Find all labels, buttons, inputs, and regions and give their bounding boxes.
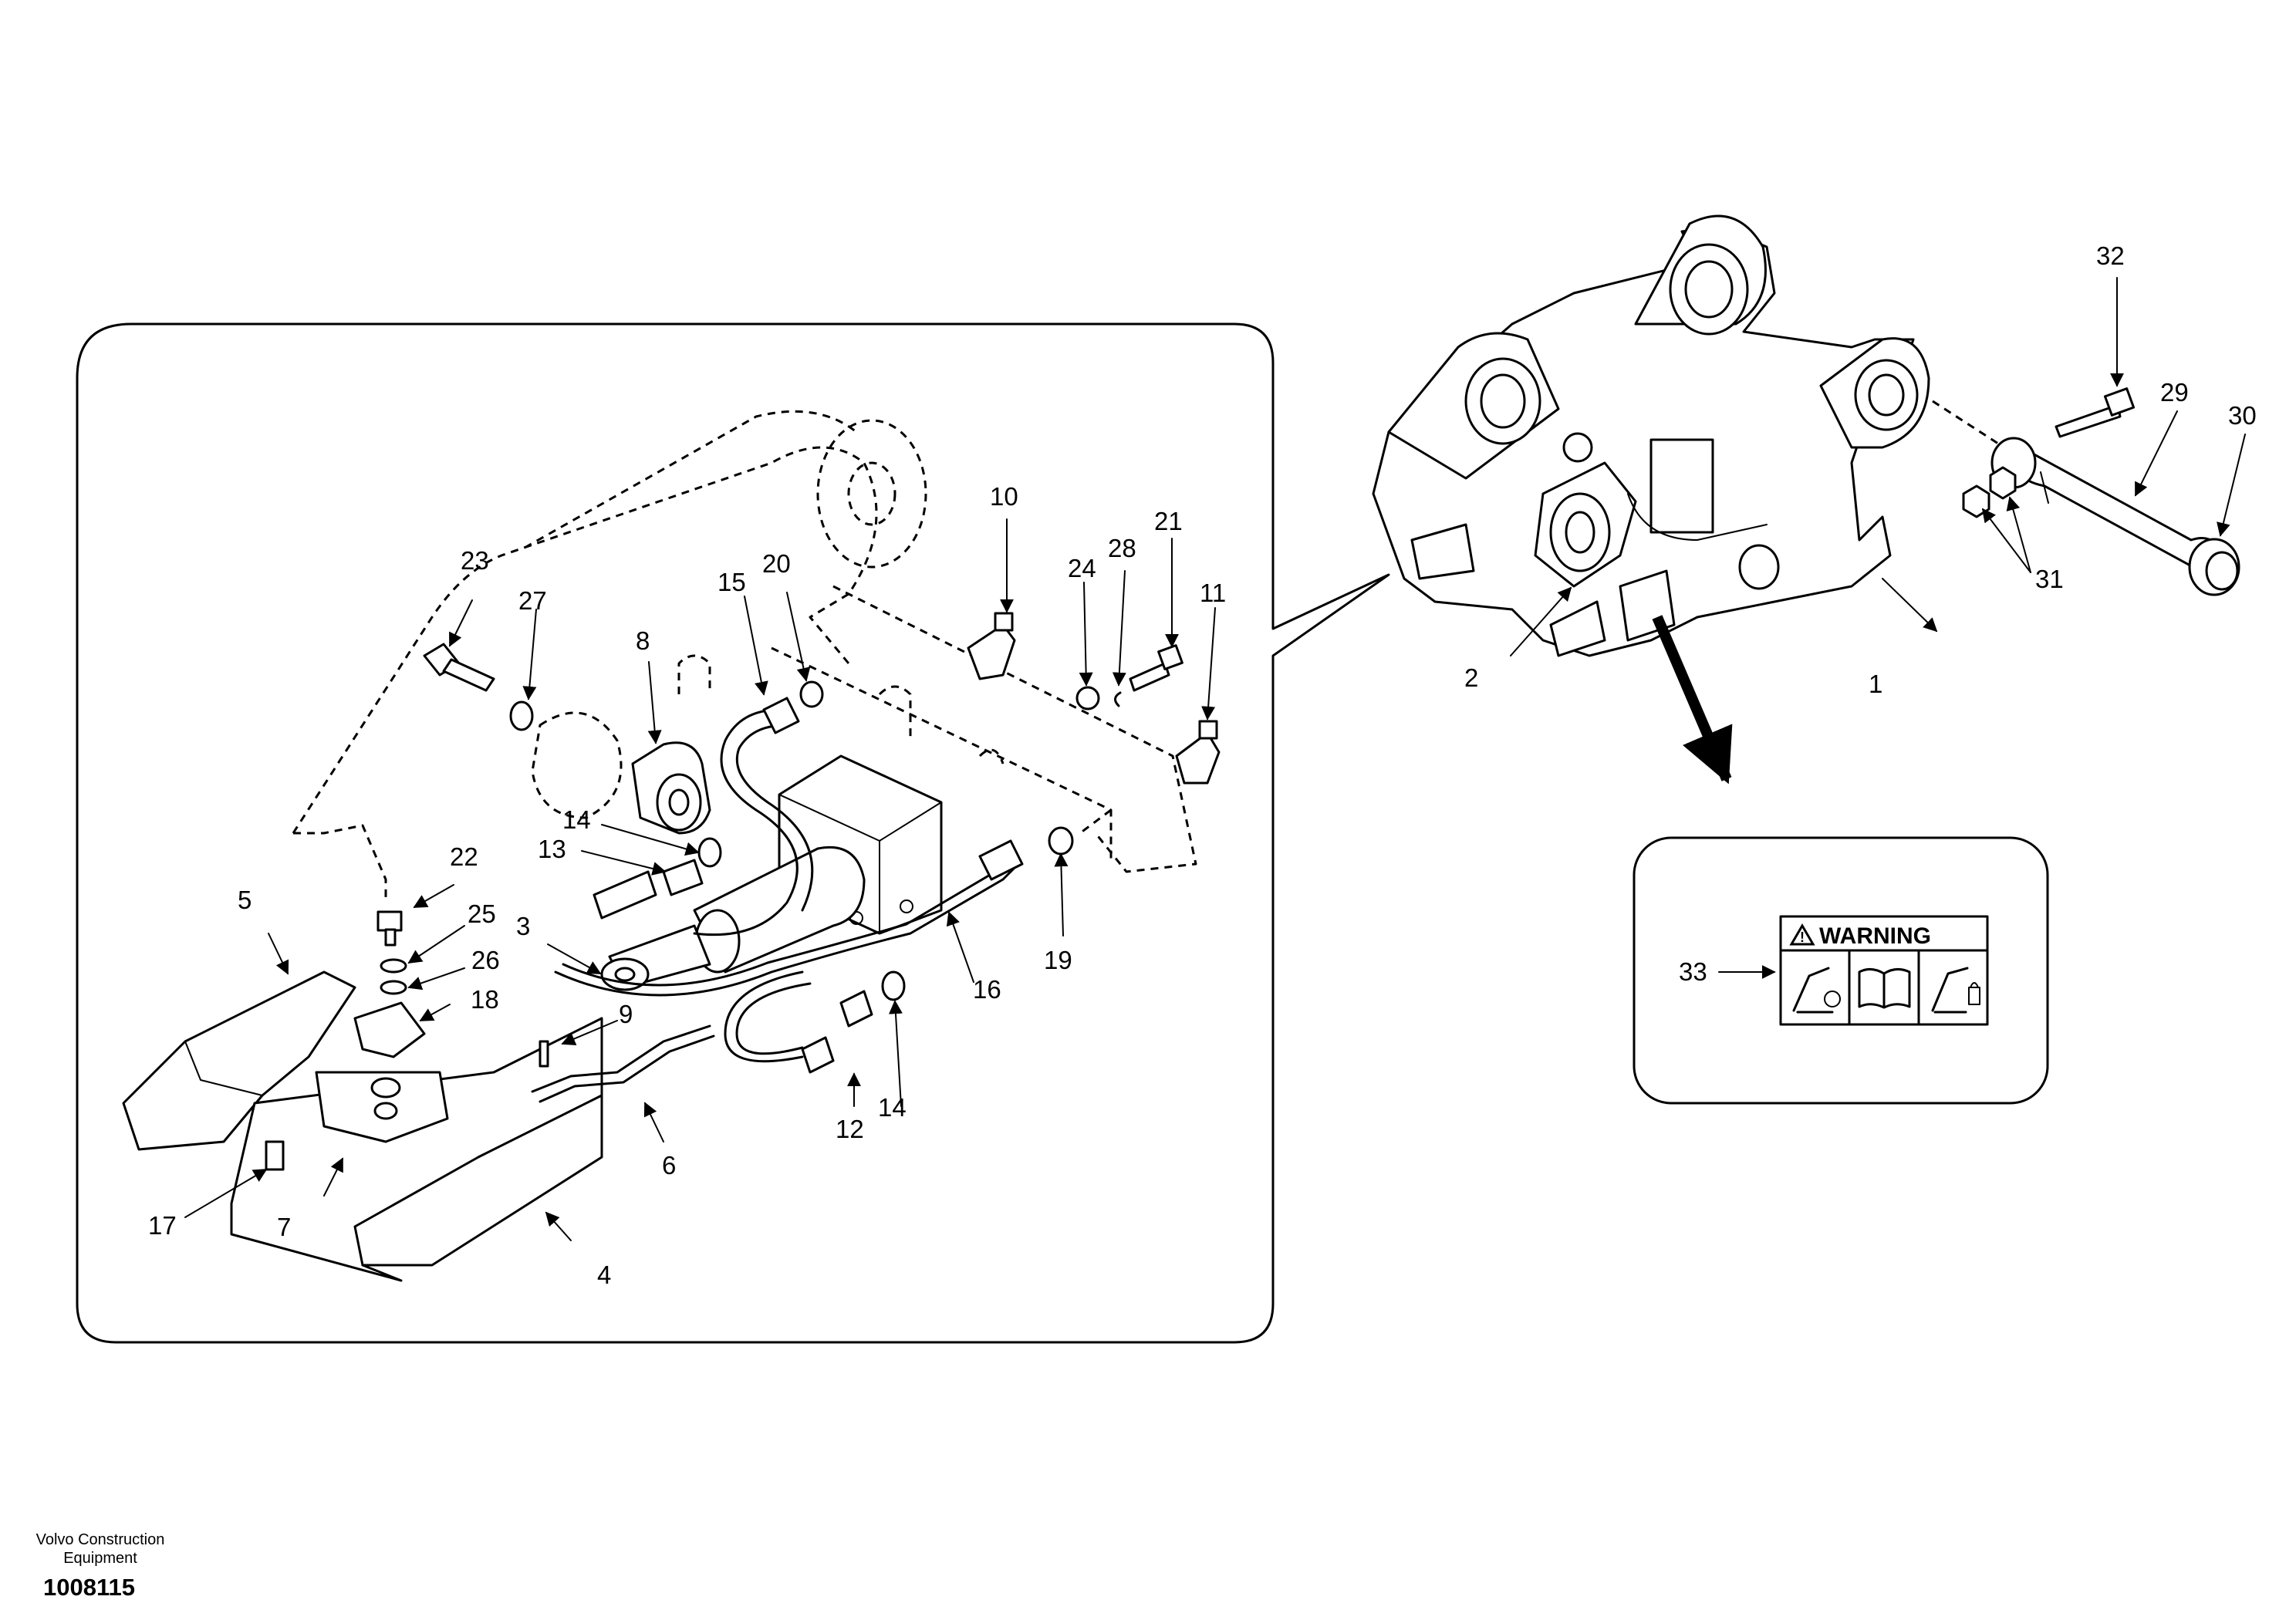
callout-21: 21 — [1154, 507, 1183, 535]
callout-8: 8 — [636, 626, 650, 655]
callout-17: 17 — [148, 1211, 177, 1240]
callout-32: 32 — [2096, 241, 2125, 270]
callout-28: 28 — [1108, 534, 1136, 562]
document-number: 1008115 — [43, 1574, 135, 1601]
callout-29: 29 — [2160, 378, 2189, 407]
callout-20: 20 — [762, 549, 791, 578]
coupler-outline-dashed — [292, 410, 1197, 903]
callout-5: 5 — [238, 886, 252, 914]
callout-31: 31 — [2035, 565, 2064, 593]
manufacturer-name: Volvo Construction Equipment — [35, 1531, 165, 1567]
callout-1: 1 — [1869, 670, 1882, 698]
callout-9: 9 — [619, 1000, 633, 1028]
callout-18: 18 — [471, 985, 499, 1014]
callout-11: 11 — [1200, 579, 1226, 607]
callout-25: 25 — [468, 899, 496, 928]
callout-16: 16 — [973, 975, 1001, 1004]
callout-7: 7 — [277, 1213, 291, 1241]
locking-parts — [122, 612, 1221, 1282]
callout-6: 6 — [662, 1151, 676, 1180]
callout-26: 26 — [471, 946, 500, 974]
callout-27: 27 — [518, 586, 547, 615]
warning-triangle-icon: ! — [1789, 923, 1815, 946]
callout-23: 23 — [461, 546, 489, 575]
callout-3: 3 — [516, 912, 530, 940]
callout-30: 30 — [2228, 401, 2257, 430]
callout-33: 33 — [1679, 957, 1707, 986]
callout-labels: 1 2 3 4 5 6 7 8 9 10 11 12 13 14 14 15 1… — [148, 241, 2257, 1289]
detail-arrow — [1652, 615, 1733, 785]
warning-decal: ! WARNING — [1779, 915, 1989, 1026]
detail-frame — [76, 322, 1390, 1344]
warning-label-text: WARNING — [1819, 923, 1931, 949]
callout-15: 15 — [718, 568, 746, 596]
excavator-bucket-icon — [1792, 967, 1841, 1014]
callout-14-bottom: 14 — [878, 1093, 907, 1122]
warning-frame — [1633, 836, 2049, 1105]
callout-2: 2 — [1464, 663, 1478, 692]
quick-coupler-assembly — [1372, 214, 1930, 657]
operator-manual-icon — [1858, 968, 1911, 1009]
callout-13: 13 — [538, 835, 566, 863]
leader-lines — [184, 277, 2246, 1241]
svg-text:!: ! — [1800, 930, 1805, 945]
pin-assembly — [1932, 387, 2240, 596]
callout-14-top: 14 — [562, 805, 591, 834]
callout-10: 10 — [990, 482, 1018, 511]
callout-12: 12 — [836, 1115, 864, 1143]
callout-4: 4 — [597, 1261, 611, 1289]
callout-19: 19 — [1044, 946, 1072, 974]
callout-22: 22 — [450, 842, 478, 871]
callout-24: 24 — [1068, 554, 1096, 582]
bucket-lock-icon — [1931, 967, 1980, 1014]
